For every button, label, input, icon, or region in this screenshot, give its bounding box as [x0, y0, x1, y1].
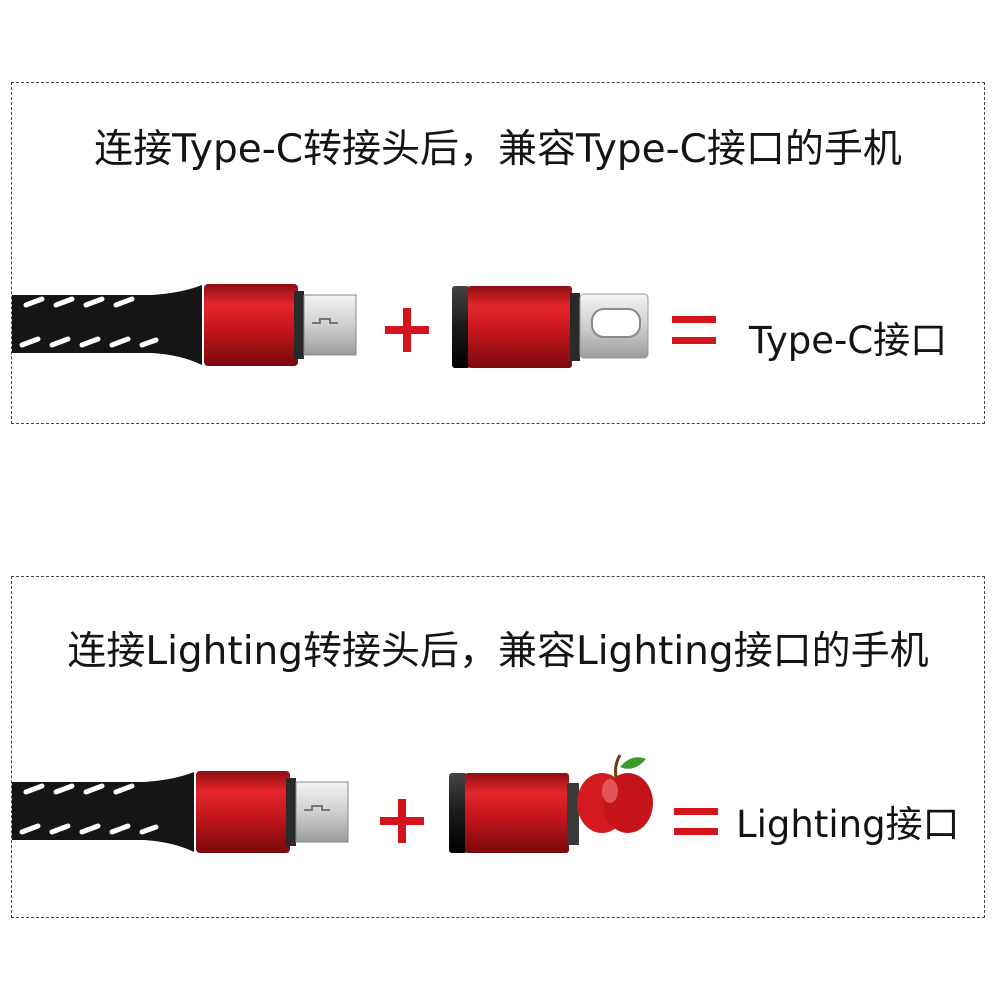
micro-usb-housing [204, 284, 298, 366]
micro-usb-plug [303, 294, 357, 356]
equals-sign [672, 316, 716, 344]
braided-cable [12, 772, 194, 852]
lighting-adapter-panel: 连接Lighting转接头后，兼容Lighting接口的手机 [11, 576, 985, 918]
type-c-connector-icon [452, 286, 649, 368]
lighting-heading: 连接Lighting转接头后，兼容Lighting接口的手机 [67, 629, 929, 674]
plus-sign [385, 308, 429, 352]
type-c-diagram [12, 284, 716, 368]
type-c-heading: 连接Type-C转接头后，兼容Type-C接口的手机 [94, 127, 902, 172]
lighting-diagram [12, 754, 718, 853]
equals-sign [674, 808, 718, 835]
lighting-adapter [449, 773, 579, 853]
type-c-adapter-panel: 连接Type-C转接头后，兼容Type-C接口的手机 [11, 82, 985, 424]
lighting-result-label: Lighting接口 [736, 803, 960, 846]
type-c-result-label: Type-C接口 [749, 319, 948, 362]
plus-sign [380, 799, 424, 843]
braided-cable [12, 285, 202, 365]
micro-usb-housing [196, 771, 290, 853]
apple-logo-icon [577, 754, 653, 833]
micro-usb-plug [295, 781, 349, 843]
